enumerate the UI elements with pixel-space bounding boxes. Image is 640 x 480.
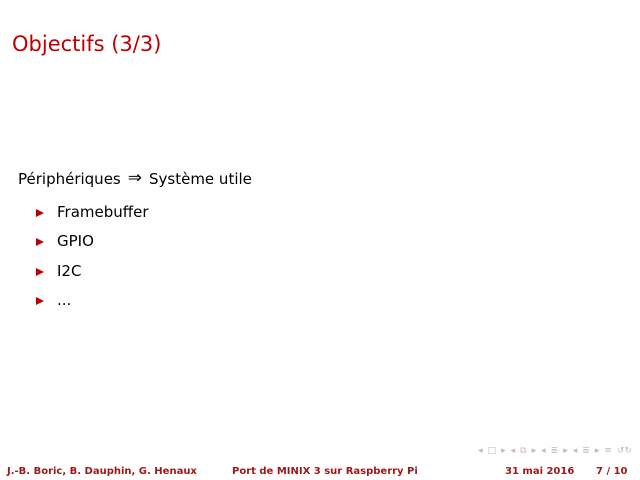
intro-right-text: Système utile <box>149 170 252 188</box>
footer-date: 31 mai 2016 <box>505 466 575 477</box>
triangle-bullet-icon <box>36 238 44 247</box>
list-item: Framebuffer <box>36 197 149 227</box>
list-item: I2C <box>36 256 149 286</box>
prev-section-icon[interactable]: ◂ <box>541 446 546 456</box>
prev-subsection-icon[interactable]: ◂ <box>510 446 516 456</box>
triangle-bullet-icon <box>36 297 44 306</box>
footer: J.-B. Boric, B. Dauphin, G. Henaux Port … <box>0 462 640 480</box>
list-item-label: GPIO <box>57 232 94 251</box>
section-icon[interactable]: ≣ <box>550 446 559 456</box>
list-item-label: I2C <box>57 261 82 280</box>
next-section-alt-icon[interactable]: ▸ <box>594 446 600 456</box>
intro-line: Périphériques ⇒ Système utile <box>18 168 252 189</box>
triangle-bullet-icon <box>36 208 44 217</box>
search-icon[interactable]: ↺↻ <box>616 446 632 456</box>
next-subsection-icon[interactable]: ▸ <box>531 446 537 456</box>
next-frame-icon[interactable]: ▸ <box>501 446 506 456</box>
list-item: GPIO <box>36 227 149 257</box>
align-icon[interactable]: ≡ <box>604 446 612 456</box>
next-section-icon[interactable]: ▸ <box>563 446 568 456</box>
beamer-navigation-bar: ◂ □ ▸ ◂ ⧉ ▸ ◂ ≣ ▸ ◂ ≣ ▸ ≡ ↺↻ <box>473 446 632 456</box>
slide-title: Objectifs (3/3) <box>12 32 162 56</box>
list-item-label: Framebuffer <box>57 202 149 221</box>
prev-frame-icon[interactable]: ◂ <box>478 446 483 456</box>
footer-authors: J.-B. Boric, B. Dauphin, G. Henaux <box>7 466 197 477</box>
list-item-label: ... <box>57 291 72 310</box>
list-item: ... <box>36 286 149 316</box>
subsection-icon[interactable]: ⧉ <box>520 446 527 456</box>
page-number: 7 / 10 <box>596 466 628 477</box>
prev-section-alt-icon[interactable]: ◂ <box>572 446 578 456</box>
frame-icon[interactable]: □ <box>487 446 497 456</box>
footer-title: Port de MINIX 3 sur Raspberry Pi <box>232 466 418 477</box>
implies-arrow-icon: ⇒ <box>127 168 142 188</box>
triangle-bullet-icon <box>36 267 44 276</box>
intro-left-text: Périphériques <box>18 170 121 188</box>
bullet-list: Framebuffer GPIO I2C ... <box>36 197 149 315</box>
section-alt-icon[interactable]: ≣ <box>582 446 590 456</box>
